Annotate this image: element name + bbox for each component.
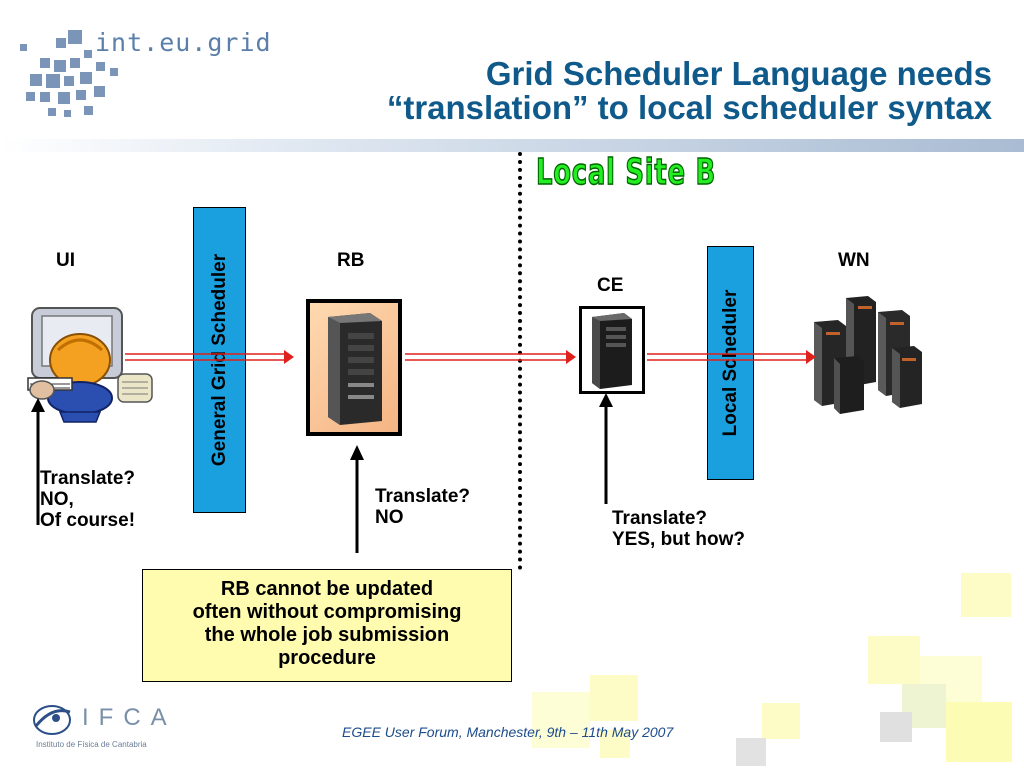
ifca-logo-text: IFCA (82, 704, 177, 731)
deco-square (762, 703, 800, 739)
rb-note-line-1: Translate? (375, 486, 471, 507)
header-rule (0, 139, 1024, 152)
deco-square (880, 712, 912, 742)
user-at-computer-icon (27, 307, 153, 423)
ui-note-line-3: Of course! (40, 510, 136, 531)
ifca-logo: IFCA Instituto de Física de Cantabria (30, 700, 190, 756)
callout-line-1: RB cannot be updated (220, 578, 434, 600)
deco-square (946, 702, 1012, 762)
rb-server-icon (328, 313, 382, 425)
deco-square (600, 730, 630, 758)
deco-square (868, 636, 920, 684)
rb-label: RB (337, 250, 365, 271)
arrow-ce-to-wn (647, 350, 816, 364)
grid-logo-icon (20, 30, 118, 117)
title-line-2: “translation” to local scheduler syntax (386, 89, 992, 126)
ui-note-line-1: Translate? (40, 468, 136, 489)
callout-line-2: often without compromising (192, 601, 462, 623)
arrow-rb-to-ce (405, 350, 576, 364)
arrow-up-ce (599, 393, 613, 504)
local-scheduler-bar: Local Scheduler (707, 246, 754, 480)
wn-label: WN (838, 250, 870, 271)
rb-callout: RB cannot be updated often without compr… (142, 569, 512, 682)
logo-text: int.eu.grid (95, 28, 272, 57)
ce-note-line-2: YES, but how? (612, 529, 745, 550)
ui-note: Translate? NO, Of course! (40, 468, 135, 531)
rb-server-box (306, 299, 402, 436)
callout-line-3: the whole job submission (204, 624, 450, 646)
ce-server-box (579, 306, 645, 394)
ce-server-icon (592, 313, 632, 389)
site-divider (518, 152, 522, 570)
arrow-up-ui (31, 398, 45, 525)
ifca-institute-name: Instituto de Física de Cantabria (36, 740, 147, 749)
arrow-up-rb (350, 445, 364, 553)
arrow-ui-to-rb (125, 350, 294, 364)
deco-square (736, 738, 766, 766)
ce-label: CE (597, 275, 624, 296)
deco-square (590, 675, 638, 721)
rb-note: Translate? NO (375, 486, 470, 528)
deco-square (961, 573, 1011, 617)
wn-server-cluster-icon (814, 296, 922, 414)
callout-line-4: procedure (278, 647, 376, 669)
ui-note-line-2: NO, (40, 489, 74, 510)
deco-square (532, 692, 590, 748)
site-label: Local Site B (535, 151, 717, 194)
int-eu-grid-logo: int.eu.grid (18, 28, 271, 128)
ifca-logo-icon (33, 705, 71, 735)
ce-note: Translate? YES, but how? (612, 508, 745, 550)
footer-event: EGEE User Forum, Manchester, 9th – 11th … (342, 724, 674, 740)
title-line-1: Grid Scheduler Language needs (485, 55, 992, 92)
ce-note-line-1: Translate? (612, 508, 708, 529)
ui-label: UI (56, 250, 75, 271)
page-title: Grid Scheduler Language needs “translati… (292, 57, 992, 125)
rb-note-line-2: NO (375, 507, 404, 528)
